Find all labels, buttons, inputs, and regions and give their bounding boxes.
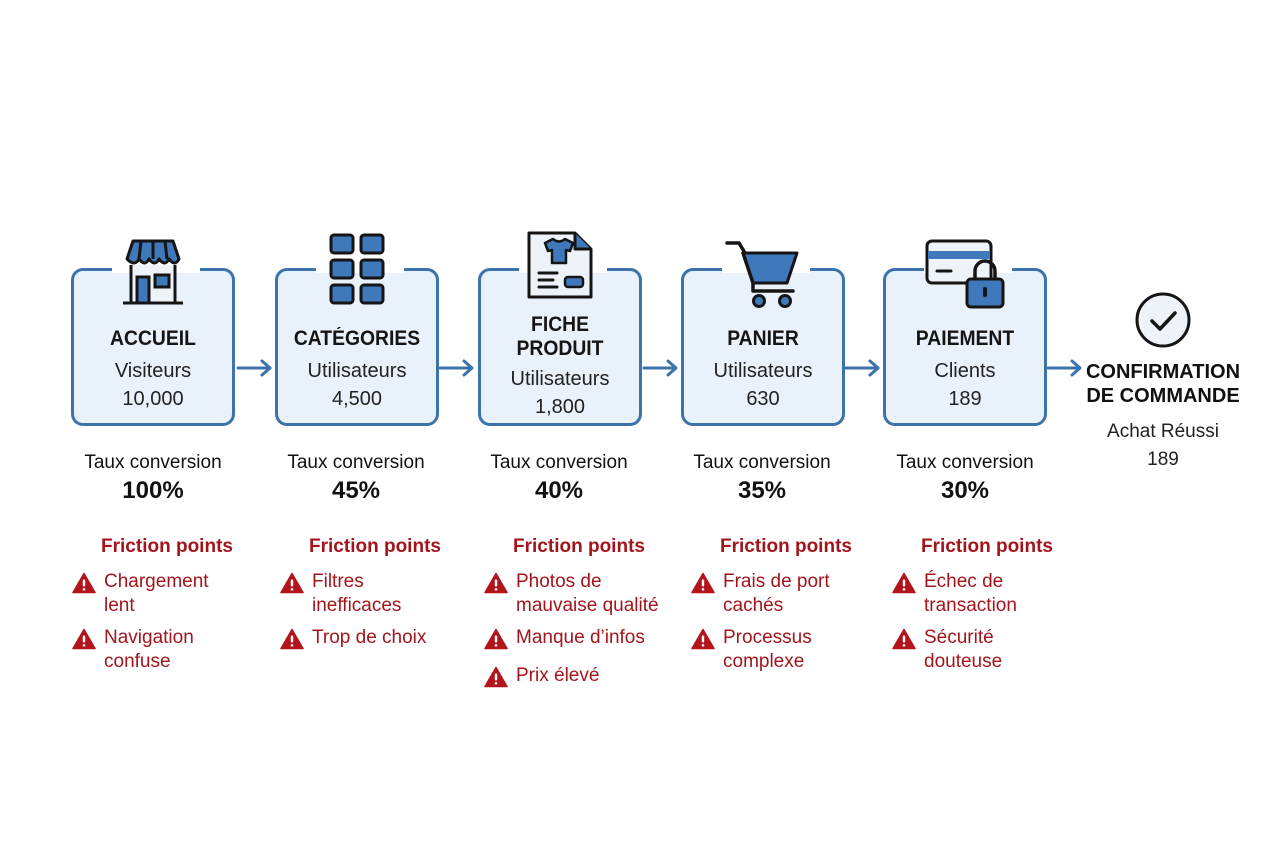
warning-icon — [280, 572, 304, 594]
warning-icon — [484, 666, 508, 688]
arrow-right-icon — [1046, 359, 1082, 377]
stage-title-line-1: FICHE — [531, 313, 589, 336]
stage-metric-label: Utilisateurs — [510, 368, 610, 390]
warning-icon — [892, 572, 916, 594]
stage-metric-label: Utilisateurs — [307, 360, 407, 382]
stage-metric-value: 4,500 — [331, 388, 383, 410]
arrow-right-icon — [844, 359, 880, 377]
stage-metric-label: Clients — [934, 360, 996, 382]
stage-metric-label: Visiteurs — [114, 360, 192, 382]
friction-title: Friction points — [309, 536, 441, 557]
friction-title: Friction points — [101, 536, 233, 557]
conversion-rate-accueil: Taux conversion 100% — [63, 450, 243, 506]
friction-item: Échec de transaction — [892, 570, 1092, 618]
friction-points-categories: Friction points Filtres inefficaces Trop… — [280, 534, 480, 658]
check-circle-icon — [1135, 292, 1191, 348]
conversion-value: 30% — [940, 477, 990, 504]
conversion-label: Taux conversion — [287, 452, 425, 473]
arrow-right-icon — [236, 359, 272, 377]
friction-item: Photos de mauvaise qualité — [484, 570, 684, 618]
friction-title: Friction points — [513, 536, 645, 557]
conversion-label: Taux conversion — [490, 452, 628, 473]
final-value: 189 — [1147, 449, 1179, 470]
friction-title: Friction points — [720, 536, 852, 557]
stage-metric-value: 630 — [746, 388, 780, 410]
friction-item: Chargement lent — [72, 570, 272, 618]
friction-item: Manque d’infos — [484, 626, 684, 650]
shopping-cart-icon — [725, 241, 799, 308]
conversion-value: 45% — [331, 477, 381, 504]
conversion-rate-paiement: Taux conversion 30% — [875, 450, 1055, 506]
stage-metric-value: 1,800 — [534, 396, 586, 418]
final-title-line-2: DE COMMANDE — [1086, 385, 1240, 407]
final-label: Achat Réussi — [1107, 421, 1219, 442]
warning-icon — [72, 628, 96, 650]
arrow-right-icon — [642, 359, 678, 377]
stage-title: PANIER — [727, 327, 799, 350]
friction-points-panier: Friction points Frais de port cachés Pro… — [691, 534, 891, 682]
conversion-value: 100% — [122, 477, 184, 504]
stage-card-paiement: PAIEMENT Clients 189 — [883, 239, 1047, 426]
stage-confirmation: CONFIRMATION DE COMMANDE Achat Réussi 18… — [1080, 290, 1246, 474]
friction-item: Filtres inefficaces — [280, 570, 480, 618]
friction-item: Processus complexe — [691, 626, 891, 674]
stage-title: CATÉGORIES — [293, 327, 421, 350]
conversion-label: Taux conversion — [84, 452, 222, 473]
conversion-label: Taux conversion — [693, 452, 831, 473]
conversion-value: 40% — [534, 477, 584, 504]
credit-card-lock-icon — [925, 239, 1005, 309]
stage-card-categories: CATÉGORIES Utilisateurs 4,500 — [275, 233, 439, 426]
conversion-rate-categories: Taux conversion 45% — [266, 450, 446, 506]
stage-metric-value: 10,000 — [122, 388, 184, 410]
friction-item: Sécurité douteuse — [892, 626, 1092, 674]
stage-title-line-2: PRODUIT — [516, 337, 604, 360]
warning-icon — [484, 628, 508, 650]
conversion-rate-panier: Taux conversion 35% — [672, 450, 852, 506]
warning-icon — [72, 572, 96, 594]
friction-item: Prix élevé — [484, 664, 684, 688]
friction-item: Frais de port cachés — [691, 570, 891, 618]
final-title-line-1: CONFIRMATION — [1085, 361, 1241, 383]
friction-item: Navigation confuse — [72, 626, 272, 674]
conversion-value: 35% — [737, 477, 787, 504]
warning-icon — [691, 572, 715, 594]
friction-points-accueil: Friction points Chargement lent Navigati… — [72, 534, 272, 682]
conversion-rate-fiche-produit: Taux conversion 40% — [469, 450, 649, 506]
friction-title: Friction points — [921, 536, 1053, 557]
stage-metric-value: 189 — [948, 388, 982, 410]
stage-card-panier: PANIER Utilisateurs 630 — [681, 241, 845, 426]
arrow-right-icon — [438, 359, 474, 377]
warning-icon — [691, 628, 715, 650]
storefront-icon — [123, 239, 183, 305]
friction-item: Trop de choix — [280, 626, 480, 650]
stage-title: ACCUEIL — [110, 327, 196, 350]
grid-icon — [329, 233, 385, 305]
friction-points-paiement: Friction points Échec de transaction Séc… — [892, 534, 1092, 682]
conversion-label: Taux conversion — [896, 452, 1034, 473]
warning-icon — [892, 628, 916, 650]
stage-card-fiche-produit: FICHE PRODUIT Utilisateurs 1,800 — [478, 231, 642, 426]
warning-icon — [484, 572, 508, 594]
friction-points-fiche-produit: Friction points Photos de mauvaise quali… — [484, 534, 684, 696]
product-sheet-icon — [527, 231, 593, 299]
stage-card-accueil: ACCUEIL Visiteurs 10,000 — [71, 239, 235, 426]
warning-icon — [280, 628, 304, 650]
stage-title: PAIEMENT — [915, 327, 1015, 350]
stage-metric-label: Utilisateurs — [713, 360, 813, 382]
